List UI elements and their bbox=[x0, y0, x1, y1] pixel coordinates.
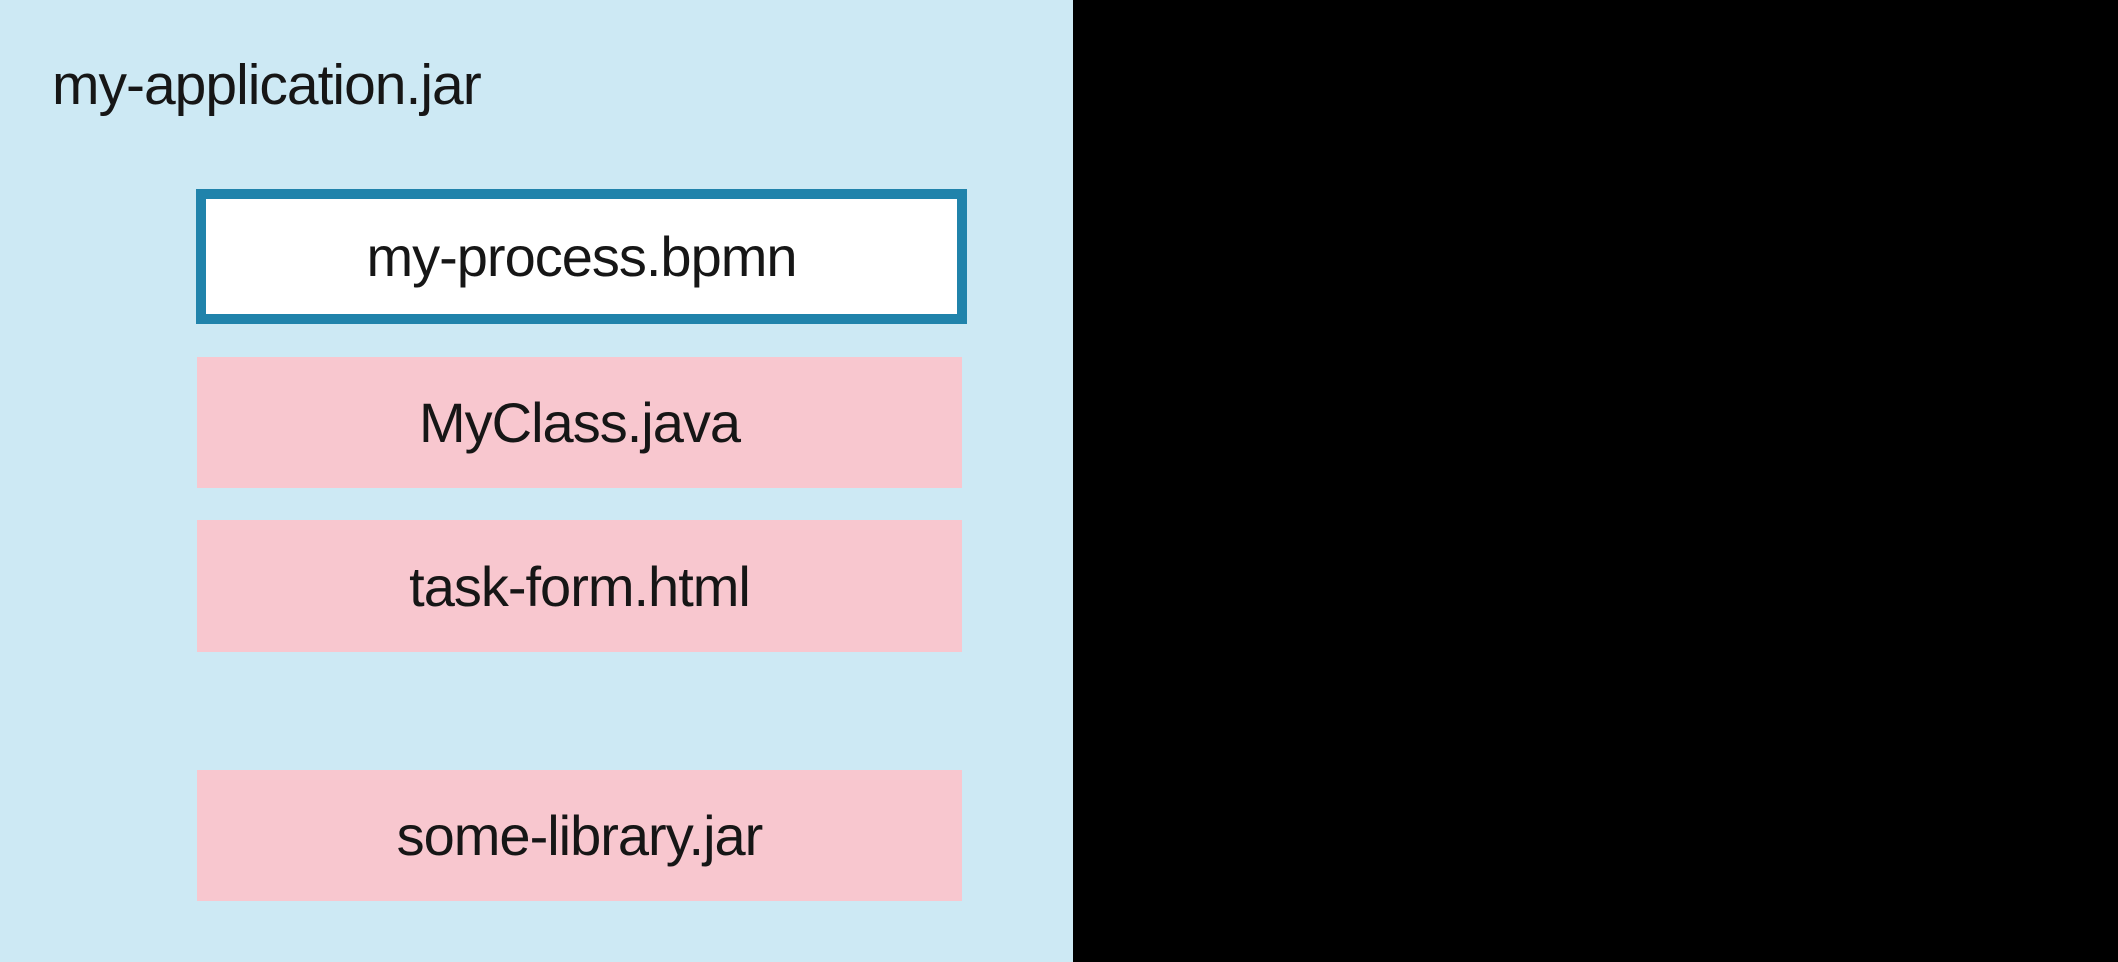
resource-label: some-library.jar bbox=[396, 804, 764, 867]
jar-container-panel: my-application.jar my-process.bpmn MyCla… bbox=[0, 0, 1073, 962]
resource-box-myclass-java: MyClass.java bbox=[197, 357, 962, 488]
resource-box-some-library-jar: some-library.jar bbox=[197, 770, 962, 901]
resource-label: task-form.html bbox=[409, 554, 751, 618]
resource-label: MyClass.java bbox=[419, 391, 741, 454]
process-file-box: my-process.bpmn bbox=[196, 189, 967, 324]
process-file-label: my-process.bpmn bbox=[366, 225, 797, 288]
jar-title: my-application.jar bbox=[52, 53, 482, 117]
resource-box-task-form-html: task-form.html bbox=[197, 520, 962, 652]
